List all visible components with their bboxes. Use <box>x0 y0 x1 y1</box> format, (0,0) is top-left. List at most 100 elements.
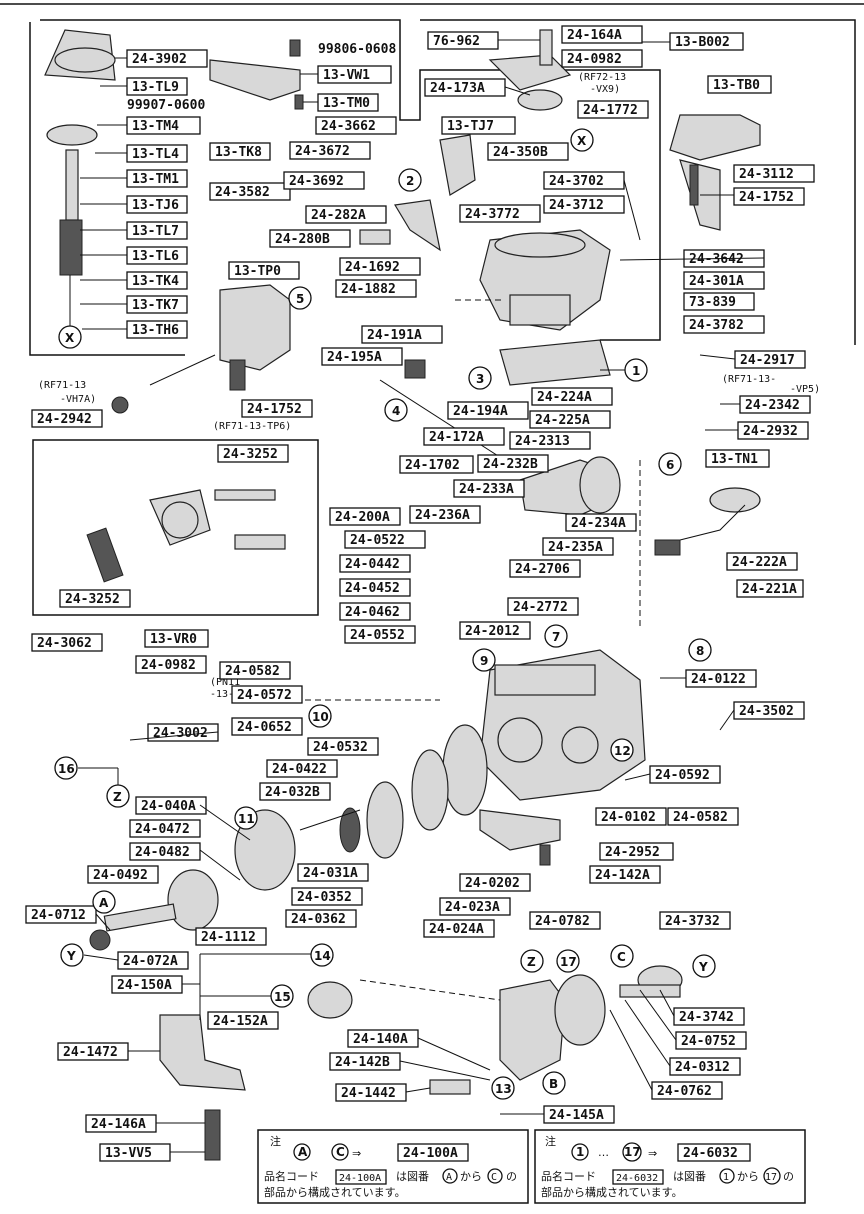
throttle-body-drawing <box>479 229 611 331</box>
note-left-from: A <box>298 1145 308 1159</box>
label-13-B002: 13-B002 <box>669 32 744 51</box>
note-left-frame <box>257 1129 529 1204</box>
label-13-TK8: 13-TK8 <box>209 142 271 161</box>
label-24-0422: 24-0422 <box>266 759 338 778</box>
callout-14: 14 <box>310 943 334 967</box>
label-24-172A: 24-172A <box>423 427 505 446</box>
callout-X-top-left: X <box>58 325 82 349</box>
svg-text:1: 1 <box>632 364 640 378</box>
note-left-line1-to: C <box>491 1172 497 1183</box>
note-right-part: 24-6032 <box>683 1146 738 1161</box>
callout-15: 15 <box>270 984 294 1008</box>
label-24-1772: 24-1772 <box>577 100 649 119</box>
label-24-0782: 24-0782 <box>529 911 601 930</box>
svg-text:8: 8 <box>696 644 704 658</box>
svg-text:X: X <box>577 134 587 148</box>
label-24-150A: 24-150A <box>111 975 183 994</box>
svg-text:24-0362: 24-0362 <box>291 912 346 927</box>
note-left-line1-from: A <box>446 1172 452 1183</box>
callout-10: 10 <box>308 704 332 728</box>
label-24-0582-mid: 24-0582 <box>667 807 739 826</box>
svg-text:24-3252: 24-3252 <box>223 447 278 462</box>
svg-text:24-0982: 24-0982 <box>141 658 196 673</box>
svg-text:24-3662: 24-3662 <box>321 119 376 134</box>
label-13-TM0: 13-TM0 <box>317 93 379 112</box>
svg-text:Y: Y <box>66 949 76 963</box>
svg-text:24-023A: 24-023A <box>445 900 500 915</box>
svg-text:13-TL9: 13-TL9 <box>132 80 179 95</box>
label-24-3772: 24-3772 <box>459 204 541 223</box>
label-13-TK7: 13-TK7 <box>126 295 188 314</box>
upper-frame <box>40 19 661 341</box>
tp0-valve-drawing <box>111 284 291 414</box>
note-left-line1-b: は図番 <box>396 1170 429 1183</box>
svg-text:24-072A: 24-072A <box>123 954 178 969</box>
label-24-032B: 24-032B <box>259 782 331 801</box>
svg-text:13-VV5: 13-VV5 <box>105 1146 152 1161</box>
svg-text:24-0532: 24-0532 <box>313 740 368 755</box>
svg-text:24-350B: 24-350B <box>493 145 548 160</box>
svg-text:24-3112: 24-3112 <box>739 167 794 182</box>
svg-text:24-031A: 24-031A <box>303 866 358 881</box>
svg-text:24-222A: 24-222A <box>732 555 787 570</box>
svg-text:24-301A: 24-301A <box>689 274 744 289</box>
label-24-142A: 24-142A <box>589 865 661 884</box>
label-24-0532: 24-0532 <box>307 737 379 756</box>
label-24-236A: 24-236A <box>409 505 481 524</box>
callout-A: A <box>92 890 116 914</box>
label-24-2772: 24-2772 <box>507 597 579 616</box>
label-24-3732: 24-3732 <box>659 911 731 930</box>
label-24-031A: 24-031A <box>297 863 369 882</box>
label-24-0362: 24-0362 <box>285 909 357 928</box>
note-right-from: 1 <box>576 1145 584 1159</box>
note-right-title: 注 <box>545 1134 556 1148</box>
label-24-072A: 24-072A <box>117 951 189 970</box>
svg-text:7: 7 <box>552 630 560 644</box>
label-24-2932: 24-2932 <box>737 421 809 440</box>
note-right-frame <box>534 1129 806 1204</box>
svg-text:24-0462: 24-0462 <box>345 605 400 620</box>
svg-text:24-0442: 24-0442 <box>345 557 400 572</box>
svg-text:24-3002: 24-3002 <box>153 726 208 741</box>
label-13-TM1: 13-TM1 <box>126 169 188 188</box>
svg-text:24-152A: 24-152A <box>213 1014 268 1029</box>
svg-text:13-B002: 13-B002 <box>675 35 730 50</box>
cable-lever-drawing <box>488 29 572 111</box>
note-right-line1-a: 品名コード <box>541 1169 596 1183</box>
svg-text:24-0552: 24-0552 <box>350 628 405 643</box>
label-99907-0600: 99907-0600 <box>127 98 205 113</box>
svg-text:13-TL4: 13-TL4 <box>132 147 179 162</box>
svg-text:13-TM1: 13-TM1 <box>132 172 179 187</box>
svg-text:13: 13 <box>495 1082 512 1096</box>
callout-4: 4 <box>384 398 408 422</box>
svg-text:24-3672: 24-3672 <box>295 144 350 159</box>
label-24-2012: 24-2012 <box>459 621 531 640</box>
svg-text:24-2313: 24-2313 <box>515 434 570 449</box>
svg-text:4: 4 <box>392 404 400 418</box>
svg-text:24-173A: 24-173A <box>430 81 485 96</box>
svg-text:24-1472: 24-1472 <box>63 1045 118 1060</box>
bracket-vw1-drawing <box>209 39 304 110</box>
svg-text:24-200A: 24-200A <box>335 510 390 525</box>
svg-text:24-3712: 24-3712 <box>549 198 604 213</box>
label-24-2952: 24-2952 <box>599 842 674 861</box>
svg-text:24-142A: 24-142A <box>595 868 650 883</box>
svg-text:3: 3 <box>476 372 484 386</box>
sensor-tn1-drawing <box>654 487 761 556</box>
svg-text:24-0352: 24-0352 <box>297 890 352 905</box>
svg-text:13-TB0: 13-TB0 <box>713 78 760 93</box>
note-right-line2: 部品から構成されています。 <box>541 1185 683 1199</box>
label-24-195A: 24-195A <box>321 347 403 366</box>
label-13-TJ6: 13-TJ6 <box>126 195 188 214</box>
svg-text:24-1442: 24-1442 <box>341 1086 396 1101</box>
upper-right-frame <box>420 19 856 345</box>
callout-5: 5 <box>288 286 312 310</box>
label-13-VV5: 13-VV5 <box>99 1143 171 1162</box>
label-13-TN1: 13-TN1 <box>705 449 770 468</box>
callout-9: 9 <box>472 648 496 672</box>
svg-text:24-194A: 24-194A <box>453 404 508 419</box>
label-24-2917: 24-2917 <box>734 350 806 369</box>
svg-text:24-2942: 24-2942 <box>37 412 92 427</box>
callout-Y-right: Y <box>692 954 716 978</box>
